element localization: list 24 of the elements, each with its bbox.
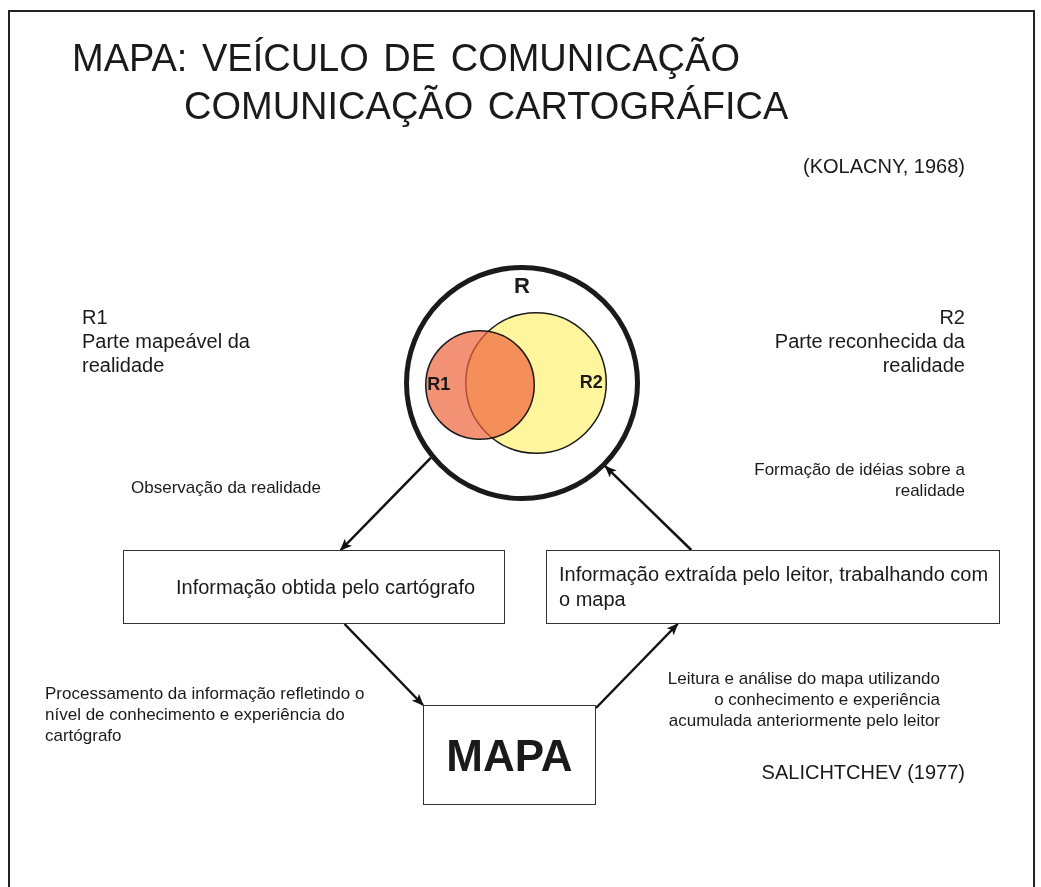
process-box <box>123 550 505 624</box>
region-label: R2 <box>938 305 965 329</box>
circle-label: R <box>513 273 531 300</box>
citation-text: (KOLACNY, 1968) <box>802 154 965 178</box>
citation-text: SALICHTCHEV (1977) <box>760 760 965 784</box>
arrow <box>604 465 693 551</box>
edge-label: Leitura e análise do mapa utilizando o conhecimento e experiência acumulada anteriormente pelo leitor <box>666 668 940 731</box>
region-label: R1 <box>82 305 109 329</box>
arrow <box>339 456 432 551</box>
diagram-title: MAPA: VEÍCULO DE COMUNICAÇÃO COMUNICAÇÃO CARTOGRÁFICA <box>72 36 790 129</box>
process-box <box>546 550 1000 624</box>
circle-label: R1 <box>427 374 451 396</box>
edge-label: Formação de idéias sobre a realidade <box>753 459 965 501</box>
box-text: Informação extraída pelo leitor, trabalhando com o mapa <box>559 562 990 612</box>
region-description: Parte mapeável da realidade <box>82 329 251 377</box>
arrow <box>595 623 679 709</box>
arrow <box>343 623 424 706</box>
circle-label: R2 <box>579 372 603 394</box>
edge-label: Processamento da informação refletindo o nível de conhecimento e experiência do cartógrafo <box>45 683 366 746</box>
box-text: Informação obtida pelo cartógrafo <box>176 574 476 600</box>
box-text: MAPA <box>446 729 573 782</box>
map-box <box>423 705 596 805</box>
edge-label: Observação da realidade <box>131 477 322 498</box>
region-description: Parte reconhecida da realidade <box>773 329 965 377</box>
